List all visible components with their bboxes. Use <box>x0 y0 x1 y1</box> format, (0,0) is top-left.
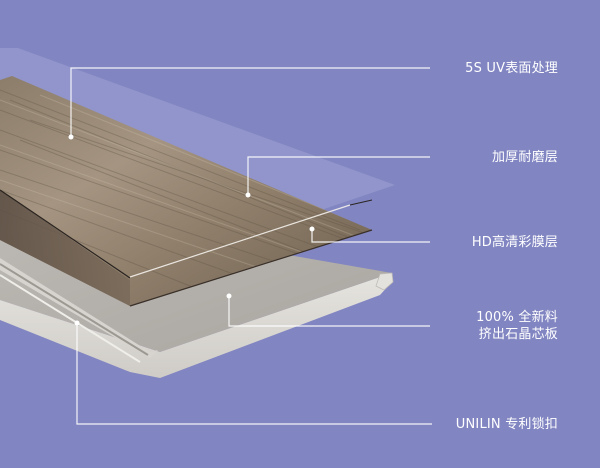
leader-dots <box>68 134 315 326</box>
label-wear-layer: 加厚耐磨层 <box>492 149 558 166</box>
leader-lines <box>70 67 432 425</box>
spc-core-edge <box>0 273 392 378</box>
dot-wear <box>245 192 251 198</box>
leader-wear <box>247 156 430 195</box>
label-uv-coating-text: 5S UV表面处理 <box>465 61 558 76</box>
dot-core <box>226 293 232 299</box>
leader-uv <box>70 67 430 137</box>
dot-lock <box>74 320 80 326</box>
decor-film-strip <box>0 190 130 306</box>
label-uv-coating: 5S UV表面处理 <box>465 60 558 77</box>
leader-lock <box>76 323 432 425</box>
label-decor-film: HD高清彩膜层 <box>472 234 558 251</box>
label-spc-core-line2: 挤出石晶芯板 <box>478 327 558 342</box>
dot-uv <box>68 134 74 140</box>
leader-core <box>228 296 430 327</box>
label-spc-core: 100% 全新料 挤出石晶芯板 <box>476 309 558 343</box>
label-wear-layer-text: 加厚耐磨层 <box>491 150 558 165</box>
label-click-lock-text: UNILIN 专利锁扣 <box>455 417 558 432</box>
leader-decor <box>311 229 430 243</box>
label-decor-film-text: HD高清彩膜层 <box>471 235 558 250</box>
click-lock-tongue <box>375 272 394 291</box>
label-spc-core-line1: 100% 全新料 <box>476 310 558 325</box>
label-click-lock: UNILIN 专利锁扣 <box>456 416 558 433</box>
click-lock-groove <box>0 258 158 358</box>
dot-decor <box>309 226 315 232</box>
